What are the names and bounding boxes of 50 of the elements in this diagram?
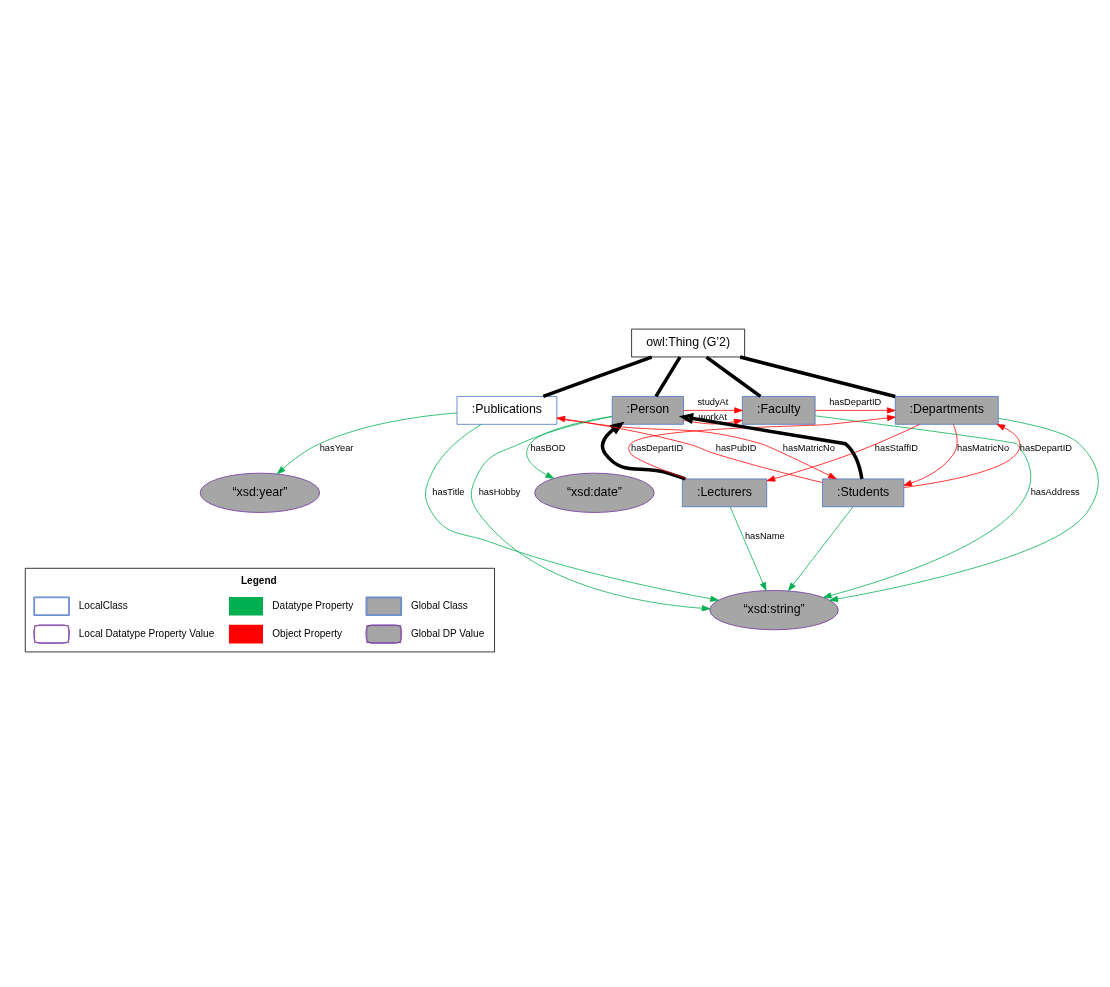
label: Legend xyxy=(240,574,277,586)
arrow xyxy=(425,423,719,602)
node-box: :Faculty xyxy=(741,395,816,425)
edge-label: hasYear xyxy=(319,442,354,453)
arrow xyxy=(814,406,896,413)
node-box: :Lecturers xyxy=(681,478,768,507)
legend-label: Datatype Property xyxy=(272,599,354,611)
connector xyxy=(654,355,682,397)
legend-label: Global Class xyxy=(410,599,468,611)
arrow xyxy=(471,415,711,611)
arrow xyxy=(628,414,896,479)
edge-label: studyAt xyxy=(697,396,729,407)
edge-label: hasHobby xyxy=(478,486,521,497)
edge-label: hasTitle xyxy=(432,486,465,497)
edge-label: hasStaffID xyxy=(874,442,919,453)
legend-label: Object Property xyxy=(272,627,343,639)
arrow xyxy=(829,417,1099,602)
legend-label: Local Datatype Property Value xyxy=(78,627,215,639)
edge-label: hasAddress xyxy=(1030,486,1080,497)
node-box: :Departments xyxy=(894,395,999,425)
arrow xyxy=(814,415,1032,598)
arrow xyxy=(903,423,958,486)
edge-label: hasBOD xyxy=(530,442,566,453)
node-box: owl:Thing (G’2) xyxy=(631,328,746,357)
legend-label: LocalClass xyxy=(78,599,128,611)
arrow xyxy=(766,423,921,482)
edge-label: workAt xyxy=(698,411,728,422)
connector xyxy=(705,355,762,398)
arrow xyxy=(600,421,686,480)
arrow xyxy=(729,506,767,591)
arrow xyxy=(788,506,854,591)
node-ellipse: “xsd:year” xyxy=(199,472,321,513)
edge-label: hasDepartID xyxy=(631,442,684,453)
arrow xyxy=(903,423,1021,488)
connector xyxy=(542,354,653,398)
arrow xyxy=(683,406,743,413)
edge-label: hasDepartID xyxy=(1019,442,1072,453)
arrow xyxy=(678,412,864,479)
node-box: :Students xyxy=(822,478,905,507)
edge-label: hasName xyxy=(744,530,785,541)
edge-label: hasMatricNo xyxy=(782,442,835,453)
edge-label: hasDepartID xyxy=(829,396,882,407)
legend-label: Global DP Value xyxy=(410,627,485,639)
edge-label: hasMatricNo xyxy=(957,442,1010,453)
node-box: :Person xyxy=(611,395,684,425)
connector xyxy=(739,354,896,398)
edge-label: hasPubID xyxy=(715,442,757,453)
arrow xyxy=(526,415,613,479)
node-box: :Publications xyxy=(456,395,558,425)
arrow xyxy=(276,412,458,474)
